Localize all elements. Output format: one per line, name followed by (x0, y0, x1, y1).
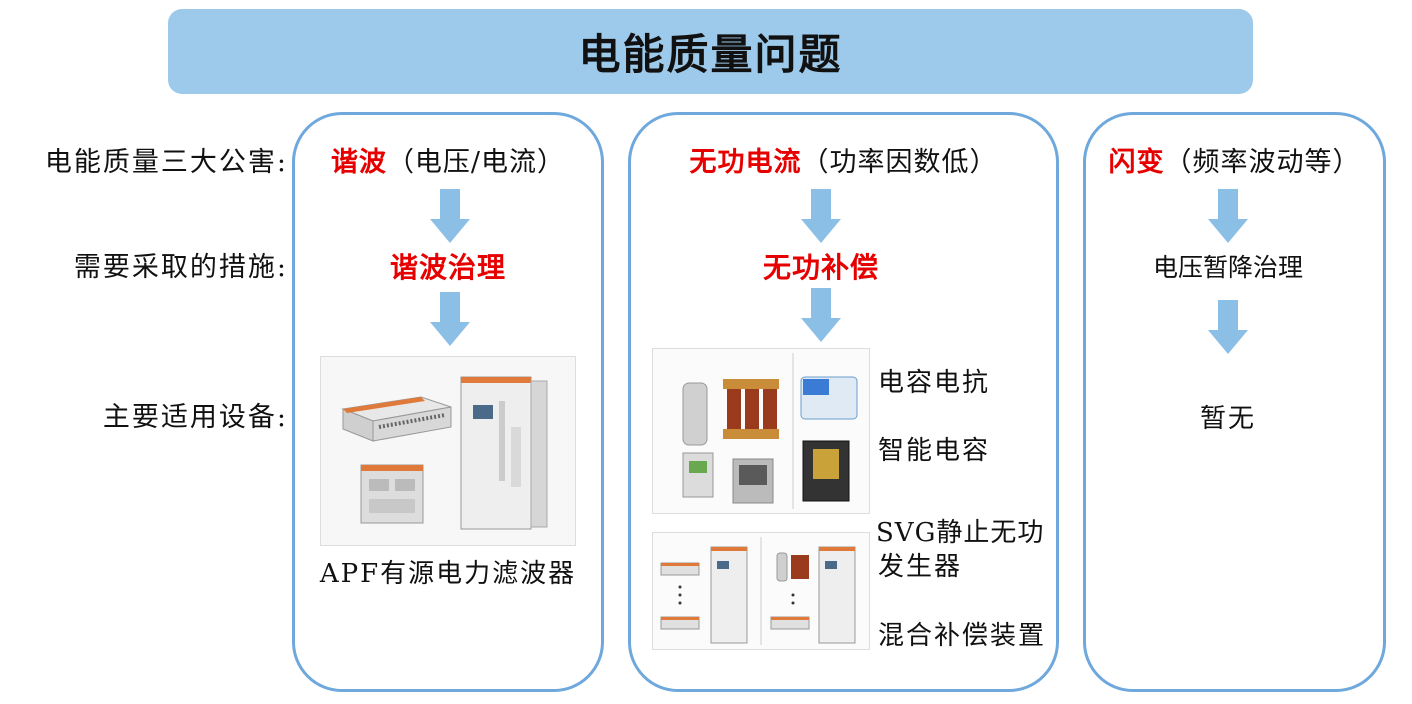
problem-detail: （频率波动等） (1164, 147, 1361, 178)
measure-harmonics: 谐波治理 (389, 251, 506, 284)
problem-heading-flicker: 闪变（频率波动等） (1089, 145, 1380, 181)
title-banner: 电能质量问题 (168, 9, 1253, 94)
row-label-equipment: 主要适用设备: (102, 402, 288, 433)
row-label-hazards: 电能质量三大公害: (44, 147, 288, 178)
device-label-svg-line1: SVG静止无功 (876, 518, 1045, 548)
problem-heading-harmonics: 谐波（电压/电流） (300, 145, 596, 181)
down-arrow-icon (1208, 300, 1248, 354)
problem-detail: （电压/电流） (386, 147, 566, 178)
panel-flicker (1083, 112, 1386, 692)
measure-flicker: 电压暂降治理 (1152, 253, 1303, 282)
problem-name: 谐波 (330, 147, 387, 178)
problem-heading-reactive: 无功电流（功率因数低） (636, 145, 1051, 181)
panel-reactive-current (628, 112, 1059, 692)
flicker-equipment: 暂无 (1199, 404, 1256, 434)
page-title: 电能质量问题 (578, 30, 843, 79)
svg-generator-photo (652, 532, 870, 650)
down-arrow-icon (430, 292, 470, 346)
down-arrow-icon (801, 288, 841, 342)
down-arrow-icon (801, 189, 841, 243)
panel-harmonics (292, 112, 604, 692)
row-label-measures: 需要采取的措施: (73, 252, 288, 283)
apf-device-photo (320, 356, 576, 546)
device-label-capacitor-reactor: 电容电抗 (878, 368, 991, 398)
device-label-svg-line2: 发生器 (878, 552, 963, 582)
down-arrow-icon (1208, 189, 1248, 243)
problem-name: 闪变 (1108, 147, 1165, 178)
problem-detail: （功率因数低） (801, 147, 998, 178)
device-label-hybrid: 混合补偿装置 (878, 621, 1047, 651)
measure-reactive: 无功补偿 (762, 251, 879, 284)
capacitor-reactor-photo (652, 348, 870, 514)
problem-name: 无功电流 (689, 147, 802, 178)
apf-caption: APF有源电力滤波器 (319, 559, 577, 589)
down-arrow-icon (430, 189, 470, 243)
device-label-smart-capacitor: 智能电容 (878, 436, 991, 466)
